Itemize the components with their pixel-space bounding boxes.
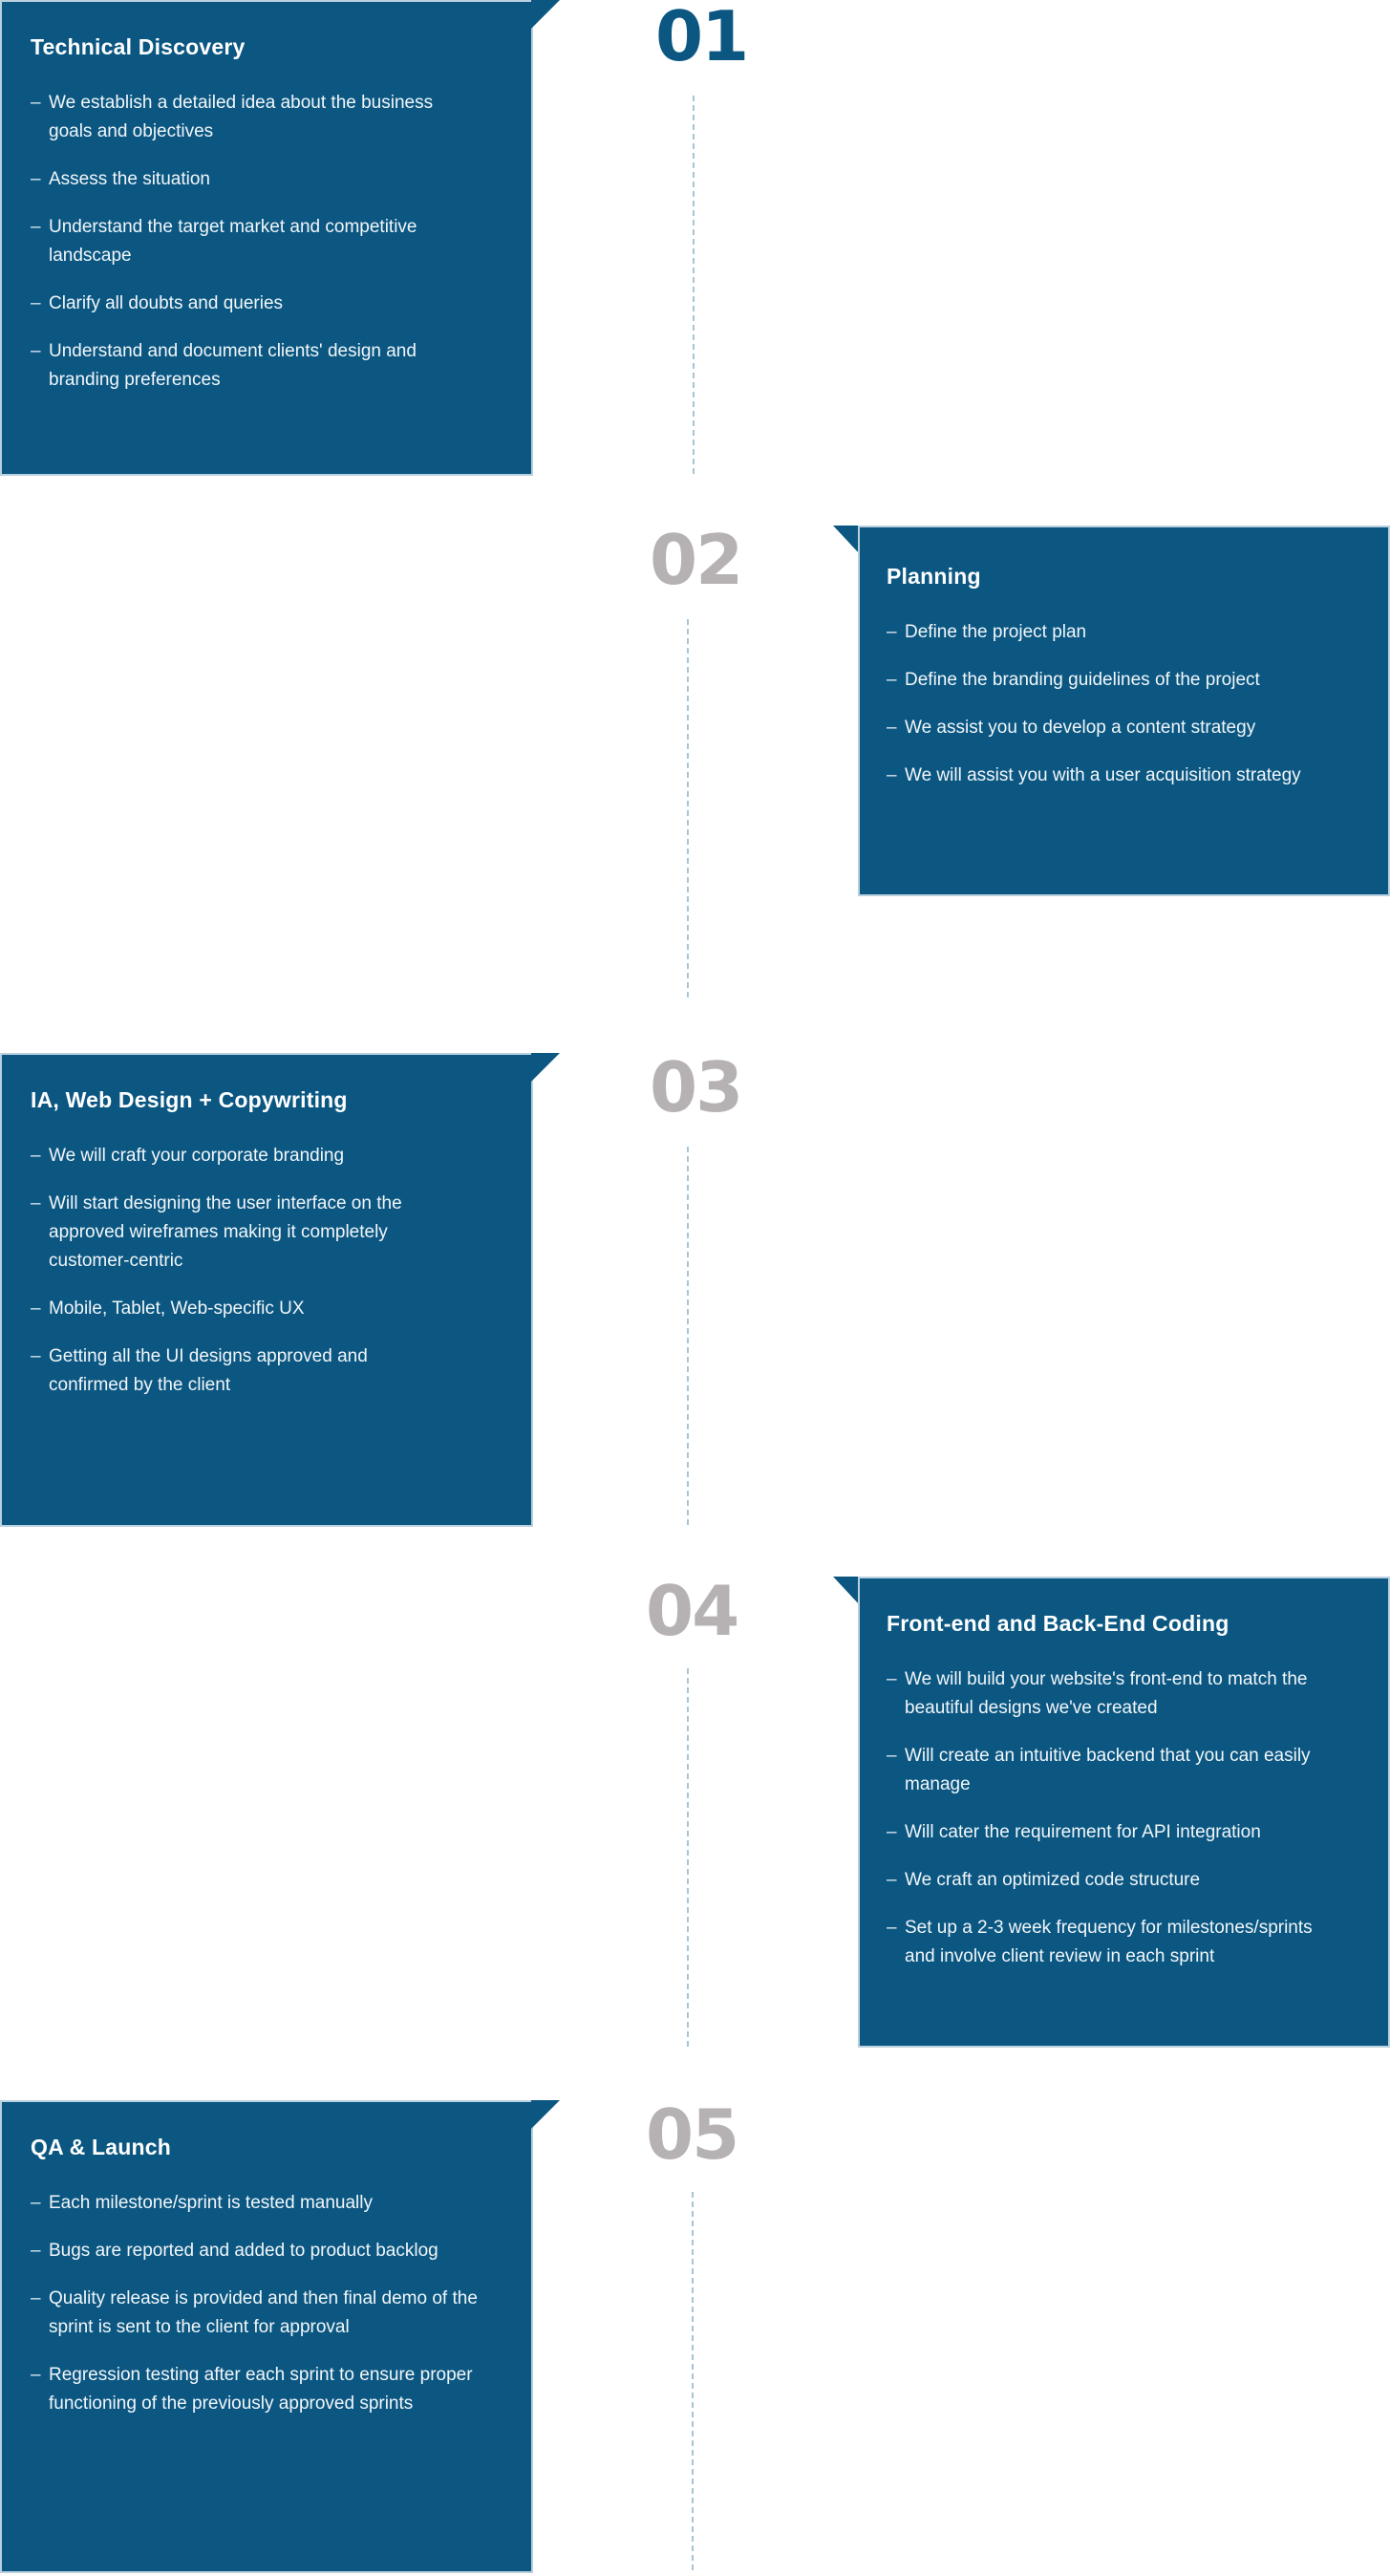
step-item-list: –We will build your website's front-end … bbox=[887, 1665, 1340, 1971]
process-step-5: QA & Launch –Each milestone/sprint is te… bbox=[0, 2100, 1390, 2576]
timeline-line bbox=[687, 619, 689, 998]
dash-bullet-icon: – bbox=[31, 1193, 41, 1213]
step-number: 02 bbox=[650, 520, 743, 600]
dash-bullet-icon: – bbox=[887, 1918, 897, 1938]
dash-bullet-icon: – bbox=[31, 93, 41, 113]
step-number: 03 bbox=[650, 1047, 743, 1127]
dash-bullet-icon: – bbox=[31, 2288, 41, 2308]
list-item: –We will craft your corporate branding bbox=[31, 1142, 451, 1170]
dash-bullet-icon: – bbox=[31, 2241, 41, 2261]
list-item: –Mobile, Tablet, Web-specific UX bbox=[31, 1295, 451, 1323]
dash-bullet-icon: – bbox=[887, 1669, 897, 1689]
dash-bullet-icon: – bbox=[887, 670, 897, 690]
timeline-line bbox=[692, 2192, 694, 2570]
dash-bullet-icon: – bbox=[31, 341, 41, 361]
list-item: –We craft an optimized code structure bbox=[887, 1866, 1340, 1895]
step-card: IA, Web Design + Copywriting –We will cr… bbox=[0, 1053, 533, 1527]
dash-bullet-icon: – bbox=[31, 217, 41, 237]
step-title: IA, Web Design + Copywriting bbox=[31, 1087, 348, 1112]
step-card: QA & Launch –Each milestone/sprint is te… bbox=[0, 2100, 533, 2573]
list-item: –We will build your website's front-end … bbox=[887, 1665, 1340, 1723]
timeline-line bbox=[687, 1147, 689, 1525]
list-item: –Bugs are reported and added to product … bbox=[31, 2237, 480, 2265]
list-item: –Set up a 2-3 week frequency for milesto… bbox=[887, 1914, 1340, 1971]
step-number: 04 bbox=[646, 1571, 739, 1651]
dash-bullet-icon: – bbox=[31, 1299, 41, 1319]
list-item: –Quality release is provided and then fi… bbox=[31, 2285, 480, 2342]
step-title: QA & Launch bbox=[31, 2135, 172, 2159]
list-item: –Will cater the requirement for API inte… bbox=[887, 1818, 1340, 1847]
list-item: –We will assist you with a user acquisit… bbox=[887, 762, 1364, 790]
process-step-1: Technical Discovery –We establish a deta… bbox=[0, 0, 1390, 478]
step-number: 05 bbox=[646, 2094, 739, 2175]
process-step-4: Front-end and Back-End Coding –We will b… bbox=[0, 1577, 1390, 2054]
corner-fold-icon bbox=[531, 2100, 560, 2129]
list-item: –We establish a detailed idea about the … bbox=[31, 89, 480, 146]
list-item: –Will start designing the user interface… bbox=[31, 1190, 451, 1276]
step-title: Planning bbox=[887, 564, 981, 589]
dash-bullet-icon: – bbox=[31, 293, 41, 313]
corner-fold-icon bbox=[833, 526, 860, 554]
corner-fold-icon bbox=[833, 1577, 860, 1605]
list-item: –Define the project plan bbox=[887, 618, 1364, 647]
step-title: Front-end and Back-End Coding bbox=[887, 1611, 1230, 1636]
step-card: Technical Discovery –We establish a deta… bbox=[0, 0, 533, 476]
step-number: 01 bbox=[655, 0, 749, 76]
step-item-list: –We establish a detailed idea about the … bbox=[31, 89, 480, 395]
dash-bullet-icon: – bbox=[887, 1746, 897, 1766]
dash-bullet-icon: – bbox=[887, 765, 897, 785]
dash-bullet-icon: – bbox=[887, 1822, 897, 1842]
list-item: –Each milestone/sprint is tested manuall… bbox=[31, 2189, 480, 2218]
step-title: Technical Discovery bbox=[31, 34, 246, 59]
step-item-list: –Each milestone/sprint is tested manuall… bbox=[31, 2189, 480, 2418]
dash-bullet-icon: – bbox=[31, 169, 41, 189]
dash-bullet-icon: – bbox=[887, 1870, 897, 1890]
dash-bullet-icon: – bbox=[31, 1146, 41, 1166]
list-item: –Understand the target market and compet… bbox=[31, 213, 480, 270]
dash-bullet-icon: – bbox=[31, 2365, 41, 2385]
dash-bullet-icon: – bbox=[887, 718, 897, 738]
list-item: –Will create an intuitive backend that y… bbox=[887, 1742, 1340, 1799]
timeline-line bbox=[693, 96, 695, 474]
list-item: –Regression testing after each sprint to… bbox=[31, 2361, 480, 2418]
corner-fold-icon bbox=[531, 1053, 560, 1082]
list-item: –Define the branding guidelines of the p… bbox=[887, 666, 1364, 695]
list-item: –Clarify all doubts and queries bbox=[31, 290, 480, 318]
step-item-list: –We will craft your corporate branding –… bbox=[31, 1142, 451, 1400]
dash-bullet-icon: – bbox=[31, 1346, 41, 1366]
dash-bullet-icon: – bbox=[31, 2193, 41, 2213]
list-item: –Assess the situation bbox=[31, 165, 480, 194]
step-card: Planning –Define the project plan –Defin… bbox=[858, 526, 1390, 896]
dash-bullet-icon: – bbox=[887, 622, 897, 642]
process-step-2: Planning –Define the project plan –Defin… bbox=[0, 526, 1390, 1003]
step-card: Front-end and Back-End Coding –We will b… bbox=[858, 1577, 1390, 2048]
corner-fold-icon bbox=[531, 0, 560, 29]
list-item: –Understand and document clients' design… bbox=[31, 337, 480, 395]
list-item: –Getting all the UI designs approved and… bbox=[31, 1342, 451, 1400]
process-step-3: IA, Web Design + Copywriting –We will cr… bbox=[0, 1053, 1390, 1531]
list-item: –We assist you to develop a content stra… bbox=[887, 714, 1364, 742]
step-item-list: –Define the project plan –Define the bra… bbox=[887, 618, 1364, 790]
timeline-line bbox=[687, 1668, 689, 2047]
